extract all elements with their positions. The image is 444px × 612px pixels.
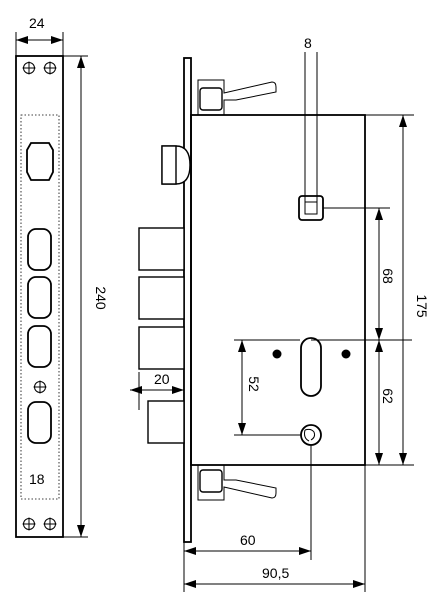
- front-plate: [183, 57, 192, 543]
- bolt-3: [138, 326, 185, 370]
- cylinder-keyhole: [300, 337, 322, 397]
- faceplate-inner-outline: [20, 114, 60, 500]
- faceplate-bottom-label: 18: [29, 471, 45, 487]
- bottom-rod-hook: [199, 469, 223, 493]
- screw-bottom-left-icon: [22, 517, 36, 531]
- dim-backset-label: 60: [240, 532, 256, 548]
- screw-bottom-right-icon: [43, 517, 57, 531]
- screw-top-left-icon: [22, 61, 36, 75]
- key-screw-icon: [300, 424, 322, 446]
- bolt-slot-2: [27, 276, 52, 319]
- spindle-square-inner: [304, 201, 318, 215]
- bottom-rod-connector: [197, 465, 277, 501]
- bolt-slot-3: [27, 325, 52, 368]
- screw-top-right-icon: [43, 61, 57, 75]
- top-rod-hook: [199, 87, 223, 111]
- dim-case-height-label: 175: [414, 294, 430, 318]
- spindle-square: [298, 195, 324, 221]
- lock-body-view: 8 68 62 175 52 20 60 90,5: [130, 35, 430, 592]
- faceplate-view: 18 24 240: [15, 15, 109, 538]
- bolt-slot-4: [27, 401, 52, 444]
- dim-bolt-throw-label: 20: [154, 371, 170, 387]
- dim-case-depth-label: 90,5: [262, 565, 289, 581]
- dim-faceplate-width-label: 24: [29, 15, 45, 31]
- cylinder-screw-right: [341, 349, 351, 359]
- bolt-slot-1: [27, 228, 52, 271]
- bolt-4: [147, 400, 185, 444]
- dim-cylinder-keyhole-label: 52: [246, 376, 262, 392]
- bolt-1: [138, 227, 185, 271]
- cylinder-screw-left: [272, 349, 282, 359]
- dim-spindle-cylinder-label: 68: [380, 268, 396, 284]
- latch-bolt-body: [161, 145, 177, 185]
- screw-middle-icon: [33, 380, 47, 394]
- dim-handle-label: 8: [304, 35, 312, 51]
- dim-cylinder-bottom-label: 62: [380, 388, 396, 404]
- bolt-2: [138, 276, 185, 320]
- faceplate-outline: [15, 55, 64, 538]
- top-rod-connector: [197, 79, 277, 115]
- latch-opening: [26, 142, 54, 181]
- lock-case: [190, 114, 366, 466]
- dim-faceplate-length-label: 240: [93, 286, 109, 310]
